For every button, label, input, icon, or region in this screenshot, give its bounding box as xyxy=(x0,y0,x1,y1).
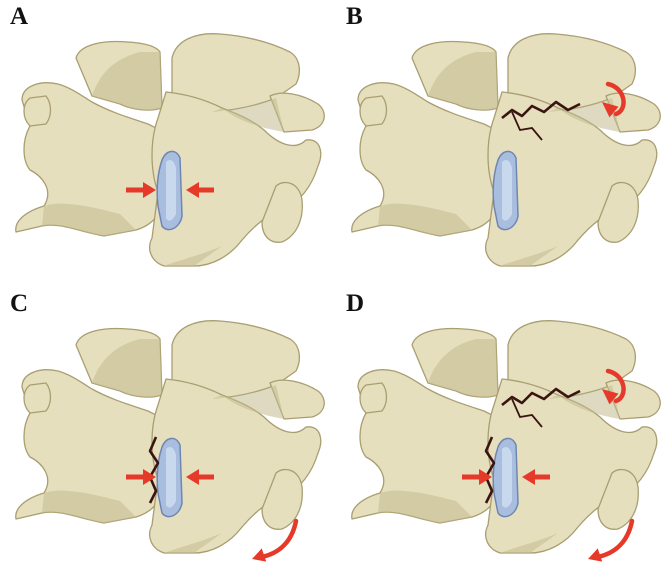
vertebra-illustration-c xyxy=(0,287,336,574)
left-transverse-process xyxy=(24,96,51,126)
panel-a: A xyxy=(0,0,336,287)
vertebra-illustration-d xyxy=(336,287,672,574)
disc-highlight xyxy=(502,447,512,508)
panel-d: D xyxy=(336,287,672,574)
panel-label-c: C xyxy=(10,291,28,316)
panel-label-d: D xyxy=(346,291,364,316)
vertebra-illustration-a xyxy=(0,0,336,287)
left-transverse-process xyxy=(24,383,51,413)
panel-c: C xyxy=(0,287,336,574)
vertebra-illustration-b xyxy=(336,0,672,287)
disc-highlight xyxy=(166,447,176,508)
panel-b: B xyxy=(336,0,672,287)
left-transverse-process xyxy=(360,96,387,126)
left-transverse-process xyxy=(360,383,387,413)
disc-highlight xyxy=(166,160,176,221)
panel-label-b: B xyxy=(346,4,363,29)
disc-highlight xyxy=(502,160,512,221)
panel-label-a: A xyxy=(10,4,28,29)
